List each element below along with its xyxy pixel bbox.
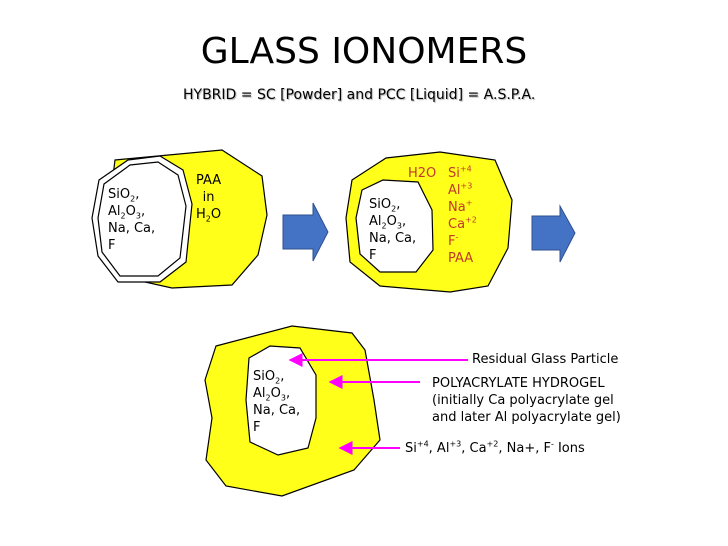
residual-glass-label: Residual Glass Particle: [472, 352, 619, 367]
stage3-particle-composition: SiO2, Al2O3, Na, Ca, F: [253, 369, 301, 435]
stage3-glass-particle: [245, 345, 317, 456]
stage2-water-label: H2O: [408, 166, 437, 181]
ions-label: Si+4, Al+3, Ca+2, Na+, F- Ions: [405, 439, 585, 456]
page-title: GLASS IONOMERS: [200, 31, 528, 72]
stage1-to-stage2-arrow: [282, 202, 329, 262]
stage2-ion-list: Si+4 Al+3 Na+ Ca+2 F- PAA: [448, 164, 477, 266]
stage1-glass-particle: [97, 161, 187, 277]
stage1-liquid-label: PAA in H2O: [196, 173, 222, 224]
stage2-to-stage3-arrow: [531, 204, 576, 263]
stage1-particle-composition: SiO2, Al2O3, Na, Ca, F: [108, 187, 156, 253]
page-subtitle: HYBRID = SC [Powder] and PCC [Liquid] = …: [183, 87, 536, 103]
stage2-glass-particle: [355, 179, 434, 273]
stage2-particle-composition: SiO2, Al2O3, Na, Ca, F: [369, 197, 417, 263]
polyacrylate-hydrogel-label: POLYACRYLATE HYDROGEL (initially Ca poly…: [432, 376, 621, 425]
